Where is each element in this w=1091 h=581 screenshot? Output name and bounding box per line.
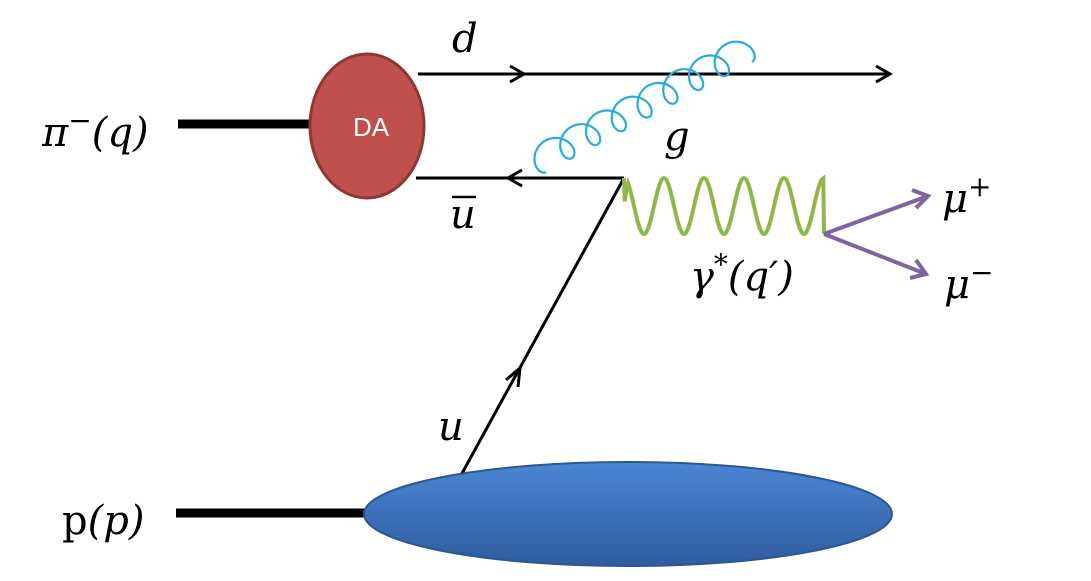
mu-plus-arrow bbox=[911, 188, 932, 210]
proton-blob bbox=[363, 461, 893, 567]
photon-label: γ*(q′) bbox=[690, 248, 794, 300]
d-quark-label: d bbox=[452, 16, 478, 62]
u-quark-line bbox=[458, 177, 626, 478]
d-quark-line bbox=[418, 64, 894, 84]
u-quark-label: u bbox=[438, 404, 464, 450]
mu-minus-label: μ− bbox=[944, 256, 993, 308]
gluon-line bbox=[533, 40, 756, 174]
photon-line bbox=[622, 174, 826, 237]
u-bar-label: u bbox=[450, 192, 476, 238]
d-quark-end-arrow bbox=[875, 64, 894, 84]
distribution-amplitude-blob bbox=[308, 52, 426, 200]
d-quark-arrow bbox=[509, 64, 528, 84]
mu-plus-line bbox=[823, 194, 929, 236]
u-quark-arrow bbox=[505, 364, 522, 388]
mu-minus-line bbox=[823, 232, 927, 276]
da-label: DA bbox=[353, 112, 390, 142]
mu-minus-arrow bbox=[909, 258, 930, 280]
muon-lines bbox=[823, 188, 932, 280]
pion-label: π−(q) bbox=[41, 104, 149, 156]
u-bar-line bbox=[416, 168, 624, 188]
proton-label: p(p) bbox=[62, 498, 144, 544]
svg-text:u: u bbox=[450, 192, 476, 238]
gluon-label: g bbox=[664, 114, 690, 160]
u-bar-arrow bbox=[504, 168, 523, 188]
mu-plus-label: μ+ bbox=[942, 170, 991, 222]
